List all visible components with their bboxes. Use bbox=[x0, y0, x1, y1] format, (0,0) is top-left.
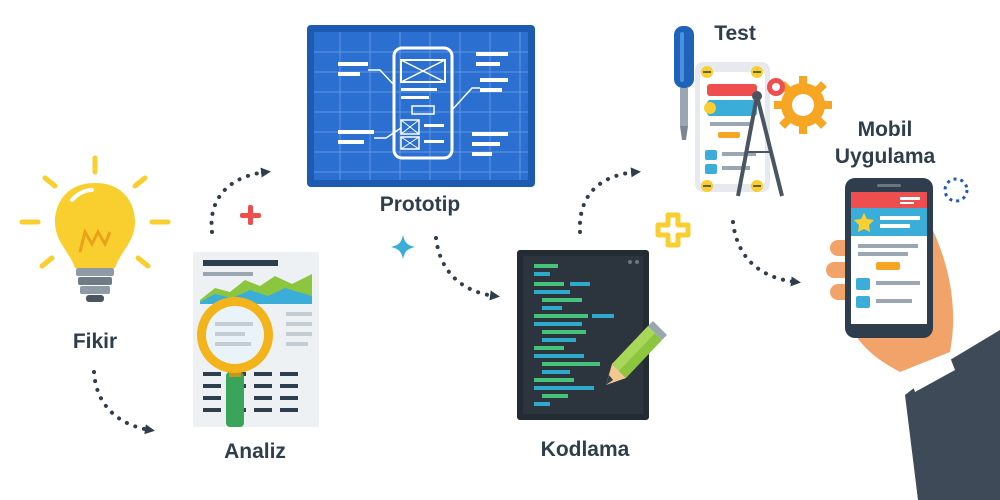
arrow-analiz-to-prototip bbox=[209, 167, 271, 234]
arrow-kodlama-to-test bbox=[577, 167, 641, 234]
step-label-mobile-line1: Mobil bbox=[857, 118, 913, 141]
plus-icon bbox=[240, 205, 261, 225]
screwdriver-icon bbox=[674, 26, 694, 140]
pencil-icon bbox=[606, 321, 667, 385]
step-label-mobile-line2: Uygulama bbox=[834, 145, 936, 168]
blueprint-icon bbox=[307, 25, 535, 187]
terminal-icon bbox=[517, 250, 649, 420]
arrow-prototip-to-kodlama bbox=[434, 236, 500, 301]
step-label-mobile-app: Mobil Uygulama bbox=[815, 116, 955, 170]
magnifier-icon bbox=[197, 297, 273, 427]
test-device bbox=[695, 62, 770, 192]
step-label-prototype: Prototip bbox=[379, 193, 461, 216]
arrow-test-to-mobil bbox=[731, 220, 801, 287]
sparkle-icon bbox=[391, 235, 415, 259]
step-label-analysis: Analiz bbox=[224, 440, 286, 463]
dotted-ring bbox=[943, 177, 969, 203]
compass-icon bbox=[736, 91, 784, 197]
plus-icon bbox=[655, 212, 691, 248]
step-label-coding: Kodlama bbox=[540, 438, 630, 461]
gear-icon bbox=[767, 76, 832, 134]
step-label-idea: Fikir bbox=[72, 330, 118, 353]
arrow-fikir-to-analiz bbox=[92, 370, 155, 435]
flow-arrows bbox=[92, 167, 801, 435]
step-label-test: Test bbox=[714, 22, 756, 45]
smartphone-icon bbox=[845, 178, 933, 338]
lightbulb-icon bbox=[19, 155, 171, 302]
star-icon bbox=[854, 213, 874, 232]
